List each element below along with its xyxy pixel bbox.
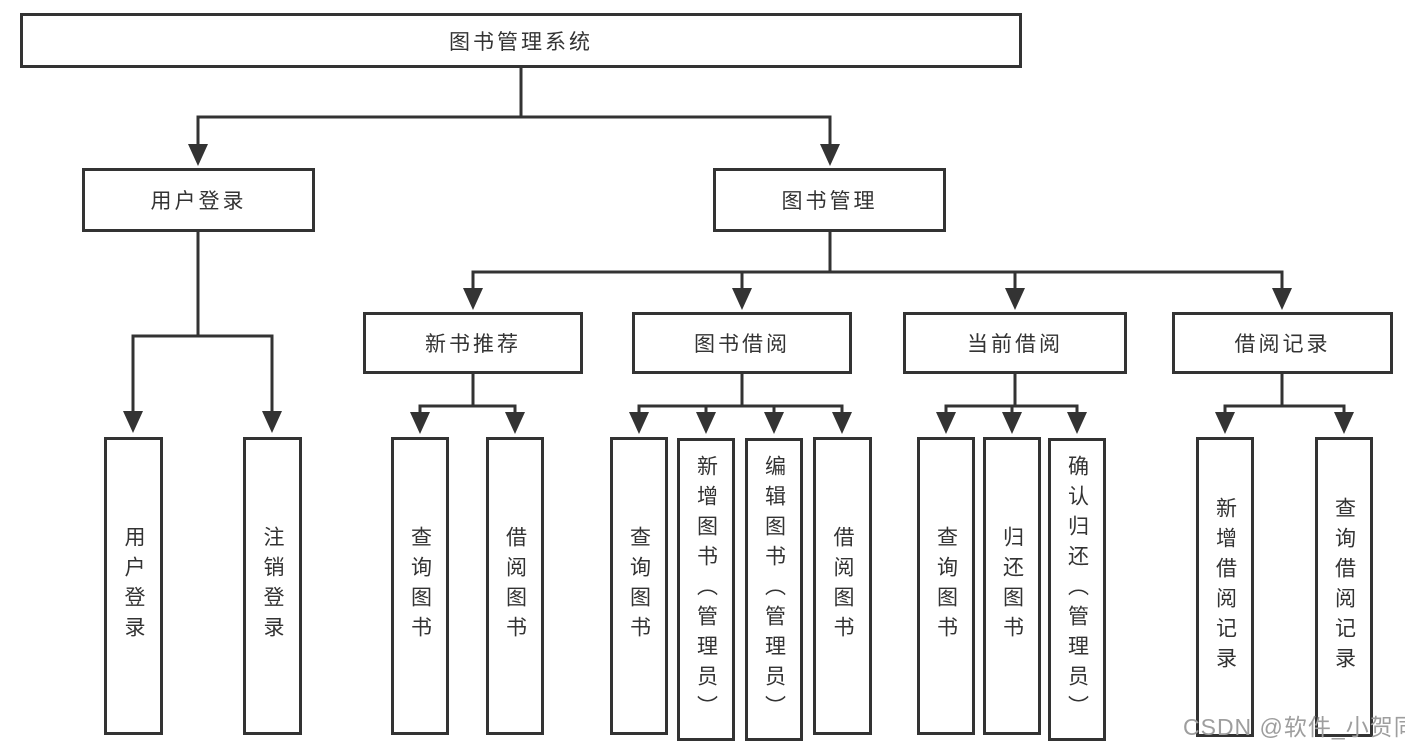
leaf-borrow-add-book-admin: 新增图书（管理员） — [677, 438, 735, 741]
arrow-down-icon — [629, 412, 649, 434]
arrow-down-icon — [820, 144, 840, 166]
watermark: CSDN @软件_小贺同学 — [1183, 714, 1405, 740]
arrow-down-icon — [262, 411, 282, 433]
connector-root-to-level2 — [196, 68, 832, 147]
connector-login-to-children — [131, 232, 274, 414]
node-library-system: 图书管理系统 — [20, 13, 1022, 68]
leaf-borrow-edit-book-admin: 编辑图书（管理员） — [745, 438, 803, 741]
leaf-borrow-borrow-book: 借阅图书 — [813, 437, 872, 735]
node-user-login: 用户登录 — [82, 168, 315, 232]
arrow-down-icon — [410, 412, 430, 434]
arrow-down-icon — [1334, 412, 1354, 434]
node-current-borrow: 当前借阅 — [903, 312, 1127, 374]
connector-current-to-children — [944, 374, 1079, 416]
arrow-down-icon — [1005, 288, 1025, 310]
node-new-book-recommend: 新书推荐 — [363, 312, 583, 374]
connector-newbook-to-children — [418, 374, 517, 416]
leaf-logout-login: 注销登录 — [243, 437, 302, 735]
leaf-record-query-borrow-record: 查询借阅记录 — [1315, 437, 1373, 737]
connector-record-to-children — [1223, 374, 1346, 416]
node-book-management: 图书管理 — [713, 168, 946, 232]
node-book-borrow: 图书借阅 — [632, 312, 852, 374]
leaf-user-login: 用户登录 — [104, 437, 163, 735]
leaf-current-query-book: 查询图书 — [917, 437, 975, 735]
arrow-down-icon — [1067, 412, 1087, 434]
connector-borrow-to-children — [637, 374, 844, 416]
arrow-down-icon — [764, 412, 784, 434]
leaf-current-return-book: 归还图书 — [983, 437, 1041, 735]
arrow-down-icon — [123, 411, 143, 433]
connector-manage-to-level3 — [471, 232, 1284, 291]
arrow-down-icon — [463, 288, 483, 310]
leaf-borrow-query-book: 查询图书 — [610, 437, 668, 735]
arrow-down-icon — [732, 288, 752, 310]
arrow-down-icon — [1215, 412, 1235, 434]
leaf-record-add-borrow-record: 新增借阅记录 — [1196, 437, 1254, 737]
arrow-down-icon — [1002, 412, 1022, 434]
leaf-rec-borrow-book: 借阅图书 — [486, 437, 544, 735]
arrow-down-icon — [696, 412, 716, 434]
node-borrow-records: 借阅记录 — [1172, 312, 1393, 374]
arrow-down-icon — [936, 412, 956, 434]
arrow-down-icon — [505, 412, 525, 434]
arrow-down-icon — [188, 144, 208, 166]
leaf-rec-query-book: 查询图书 — [391, 437, 449, 735]
arrow-down-icon — [1272, 288, 1292, 310]
leaf-current-confirm-return-admin: 确认归还（管理员） — [1048, 438, 1106, 741]
arrow-down-icon — [832, 412, 852, 434]
